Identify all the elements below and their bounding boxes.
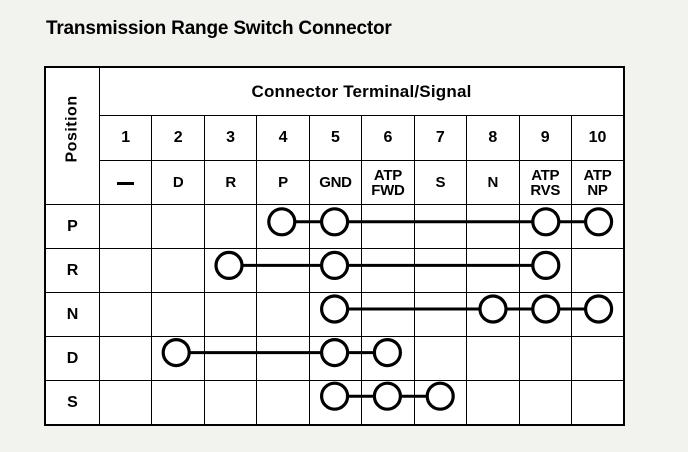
terminal-number-1: 1 <box>98 115 153 161</box>
position-row-label-p: P <box>44 204 100 249</box>
terminal-number-4: 4 <box>256 115 310 161</box>
cell-r-3 <box>203 248 258 293</box>
cell-d-5 <box>308 336 363 381</box>
cell-s-6 <box>361 380 415 426</box>
position-row-label-d: D <box>44 336 100 381</box>
terminal-signal-3: R <box>203 160 258 205</box>
terminal-number-row: 1 2 3 4 5 6 7 8 9 10 <box>45 115 625 161</box>
cell-n-6 <box>361 292 415 337</box>
cell-d-7 <box>413 336 468 381</box>
cell-p-3 <box>203 204 258 249</box>
cell-d-8 <box>466 336 520 381</box>
terminal-number-8: 8 <box>466 115 520 161</box>
terminal-signal-8: N <box>466 160 520 205</box>
cell-n-4 <box>256 292 310 337</box>
cell-r-5 <box>308 248 363 293</box>
terminal-number-3: 3 <box>203 115 258 161</box>
terminal-signal-row: D R P GND ATP FWD S N <box>45 160 625 205</box>
cell-r-7 <box>413 248 468 293</box>
cell-d-3 <box>203 336 258 381</box>
cell-r-2 <box>151 248 205 293</box>
cell-r-1 <box>98 248 153 293</box>
position-row-label-n: N <box>44 292 100 337</box>
terminal-signal-2: D <box>151 160 205 205</box>
table-row: P <box>44 204 625 249</box>
cell-s-10 <box>570 380 625 426</box>
table-row: N <box>44 292 625 337</box>
terminal-signal-6: ATP FWD <box>361 160 415 205</box>
group-header-connector-terminal-signal: Connector Terminal/Signal <box>99 66 625 116</box>
cell-s-3 <box>203 380 258 426</box>
cell-d-2 <box>151 336 205 381</box>
cell-d-4 <box>256 336 310 381</box>
cell-p-10 <box>570 204 625 249</box>
cell-p-4 <box>256 204 310 249</box>
cell-s-8 <box>466 380 520 426</box>
position-label: Position <box>63 95 81 163</box>
position-row-label-r: R <box>44 248 100 293</box>
cell-r-4 <box>256 248 310 293</box>
cell-d-10 <box>570 336 625 381</box>
cell-n-5 <box>308 292 363 337</box>
cell-p-9 <box>518 204 572 249</box>
position-column-header: Position <box>44 66 100 205</box>
terminal-signal-7: S <box>413 160 468 205</box>
table-row: D <box>44 336 625 381</box>
cell-r-9 <box>518 248 572 293</box>
terminal-number-2: 2 <box>151 115 205 161</box>
connector-matrix-table: Position Connector Terminal/Signal 1 2 3… <box>44 66 625 426</box>
cell-s-5 <box>308 380 363 426</box>
table-row: R <box>44 248 625 293</box>
cell-d-6 <box>361 336 415 381</box>
position-row-label-s: S <box>44 380 100 426</box>
cell-r-8 <box>466 248 520 293</box>
dash-icon <box>117 181 135 185</box>
cell-n-2 <box>151 292 205 337</box>
group-header-row: Position Connector Terminal/Signal <box>44 66 625 205</box>
cell-p-2 <box>151 204 205 249</box>
cell-n-3 <box>203 292 258 337</box>
terminal-number-7: 7 <box>413 115 468 161</box>
terminal-signal-1 <box>98 160 153 205</box>
cell-d-1 <box>98 336 153 381</box>
cell-n-8 <box>466 292 520 337</box>
terminal-number-5: 5 <box>308 115 363 161</box>
terminal-number-10: 10 <box>570 115 625 161</box>
cell-s-2 <box>151 380 205 426</box>
cell-p-1 <box>98 204 153 249</box>
cell-p-6 <box>361 204 415 249</box>
cell-r-10 <box>570 248 625 293</box>
cell-s-7 <box>413 380 468 426</box>
cell-n-7 <box>413 292 468 337</box>
terminal-signal-4: P <box>256 160 310 205</box>
terminal-number-9: 9 <box>518 115 572 161</box>
cell-d-9 <box>518 336 572 381</box>
cell-s-9 <box>518 380 572 426</box>
cell-n-1 <box>98 292 153 337</box>
cell-p-7 <box>413 204 468 249</box>
cell-n-10 <box>570 292 625 337</box>
terminal-signal-5: GND <box>308 160 363 205</box>
terminal-signal-9: ATP RVS <box>518 160 572 205</box>
cell-n-9 <box>518 292 572 337</box>
table-row: S <box>44 380 625 426</box>
cell-s-1 <box>98 380 153 426</box>
matrix-grid: Position Connector Terminal/Signal 1 2 3… <box>44 66 625 426</box>
page-title: Transmission Range Switch Connector <box>46 18 392 39</box>
cell-r-6 <box>361 248 415 293</box>
cell-s-4 <box>256 380 310 426</box>
cell-p-8 <box>466 204 520 249</box>
terminal-number-6: 6 <box>361 115 415 161</box>
cell-p-5 <box>308 204 363 249</box>
terminal-signal-10: ATP NP <box>570 160 625 205</box>
